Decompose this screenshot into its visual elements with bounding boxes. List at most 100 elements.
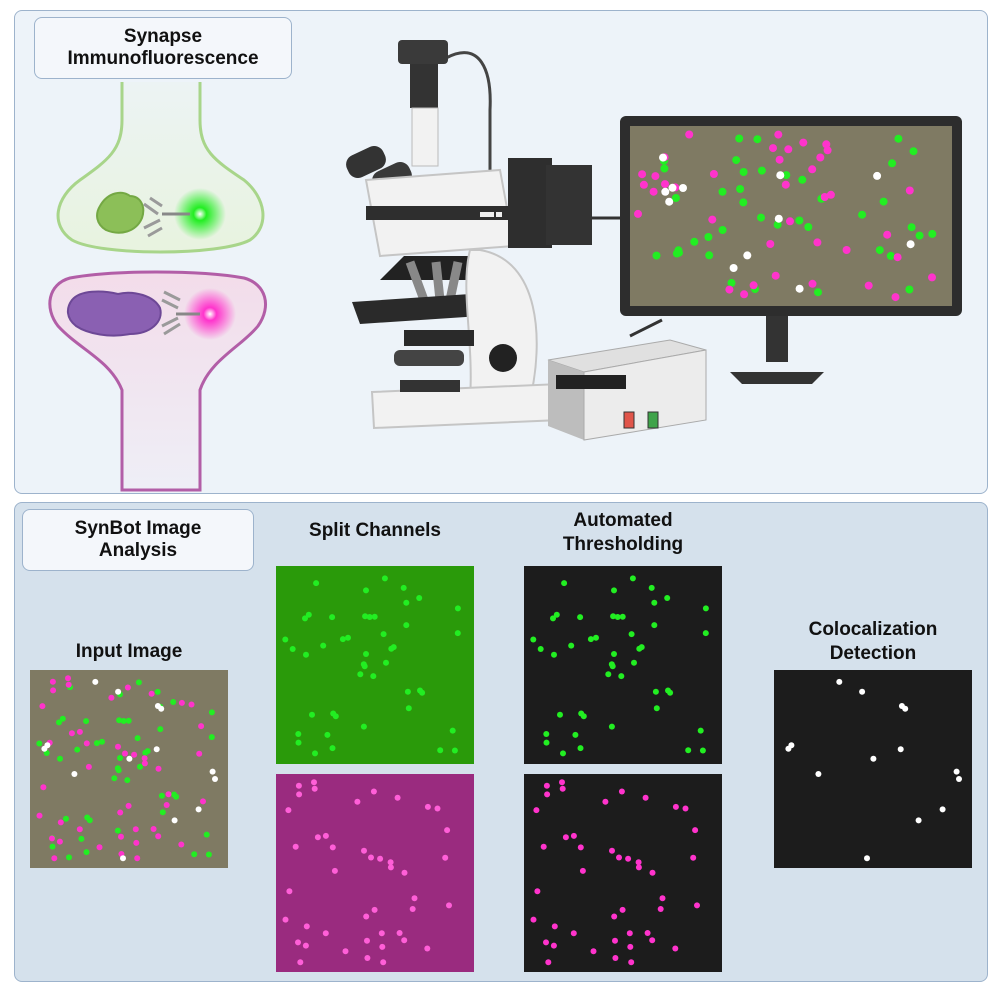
coloc-punctum — [92, 678, 99, 685]
green-punctum — [651, 599, 658, 606]
magenta-punctum — [544, 791, 551, 798]
magenta-punctum — [424, 803, 431, 810]
green-punctum — [303, 651, 309, 658]
magenta-punctum — [85, 763, 92, 770]
green-punctum — [858, 210, 867, 219]
magenta-punctum — [65, 681, 72, 688]
magenta-punctum — [826, 190, 835, 199]
magenta-punctum — [155, 833, 162, 840]
magenta-punctum — [842, 246, 851, 254]
green-punctum — [593, 634, 599, 641]
green-punctum — [111, 775, 118, 782]
green-punctum — [739, 198, 748, 207]
green-punctum — [403, 599, 410, 606]
green-punctum — [685, 747, 692, 754]
magenta-punctum — [905, 186, 914, 195]
green-punctum — [329, 745, 336, 752]
green-punctum — [360, 661, 367, 668]
magenta-channel-image — [276, 774, 474, 972]
green-punctum — [660, 164, 669, 173]
magenta-punctum — [611, 913, 618, 920]
green-punctum — [360, 723, 367, 730]
magenta-punctum — [83, 740, 90, 747]
magenta-punctum — [286, 888, 293, 895]
magenta-punctum — [295, 782, 302, 789]
green-punctum — [690, 237, 699, 246]
green-punctum — [363, 587, 369, 594]
green-punctum — [363, 651, 369, 657]
coloc-punctum — [153, 746, 160, 753]
green-punctum — [577, 745, 584, 752]
magenta-punctum — [411, 895, 418, 902]
green-punctum — [905, 285, 914, 294]
green-punctum — [608, 723, 615, 730]
magenta-punctum — [628, 959, 635, 966]
green-punctum — [652, 251, 661, 260]
magenta-punctum — [634, 209, 642, 218]
green-punctum — [437, 747, 444, 754]
green-punctum — [732, 156, 741, 165]
magenta-punctum — [682, 805, 689, 812]
coloc-punctum — [939, 806, 946, 813]
magenta-punctum — [543, 939, 549, 946]
green-punctum — [697, 727, 704, 734]
magenta-punctum — [303, 923, 310, 930]
magenta-punctum — [49, 678, 56, 685]
coloc-punctum — [158, 705, 165, 712]
green-punctum — [879, 197, 888, 206]
green-punctum — [614, 614, 621, 620]
green-punctum — [380, 631, 387, 638]
green-punctum — [631, 659, 637, 666]
magenta-punctum — [577, 844, 584, 851]
coloc-punctum — [120, 855, 126, 862]
magenta-punctum — [36, 812, 43, 819]
magenta-punctum — [198, 723, 205, 730]
green-punctum — [383, 659, 389, 666]
green-punctum — [543, 739, 550, 746]
magenta-punctum — [649, 187, 658, 196]
monitor-screen — [630, 126, 952, 306]
magenta-punctum — [694, 902, 700, 909]
green-punctum — [757, 166, 766, 175]
magenta-punctum — [543, 782, 550, 789]
green-punctum — [451, 747, 458, 754]
magenta-punctum — [131, 751, 138, 758]
magenta-punctum — [550, 942, 557, 949]
magenta-punctum — [57, 819, 64, 826]
green-punctum — [99, 738, 105, 745]
magenta-punctum — [65, 675, 71, 682]
green-punctum — [665, 687, 671, 694]
magenta-punctum — [329, 844, 336, 851]
green-punctum — [782, 171, 791, 180]
magenta-punctum — [76, 728, 83, 735]
green-punctum — [405, 705, 412, 712]
green-punctum — [577, 614, 584, 621]
green-punctum — [699, 747, 706, 754]
green-punctum — [572, 731, 579, 738]
green-punctum — [553, 611, 560, 618]
magenta-punctum — [331, 867, 338, 874]
green-punctum — [371, 613, 378, 620]
green-punctum — [664, 595, 671, 601]
green-punctum — [403, 622, 410, 629]
green-punctum — [124, 777, 131, 784]
green-punctum — [74, 746, 81, 753]
green-punctum — [705, 251, 714, 260]
green-punctum — [56, 719, 62, 726]
coloc-punctum — [873, 171, 882, 180]
coloc-punctum — [897, 746, 904, 753]
antibody-magenta — [161, 290, 181, 336]
magenta-punctum — [823, 146, 832, 155]
magenta-punctum — [401, 869, 408, 876]
magenta-punctum — [618, 788, 625, 795]
coloc-punctum — [785, 745, 792, 752]
colocalization-label: Colocalization Detection — [808, 619, 938, 664]
coloc-punctum — [212, 776, 218, 782]
magenta-punctum — [68, 730, 75, 737]
green-punctum — [381, 575, 388, 582]
magenta-punctum — [638, 170, 647, 179]
green-punctum — [134, 735, 141, 742]
green-punctum — [309, 711, 315, 718]
green-punctum — [78, 835, 85, 842]
